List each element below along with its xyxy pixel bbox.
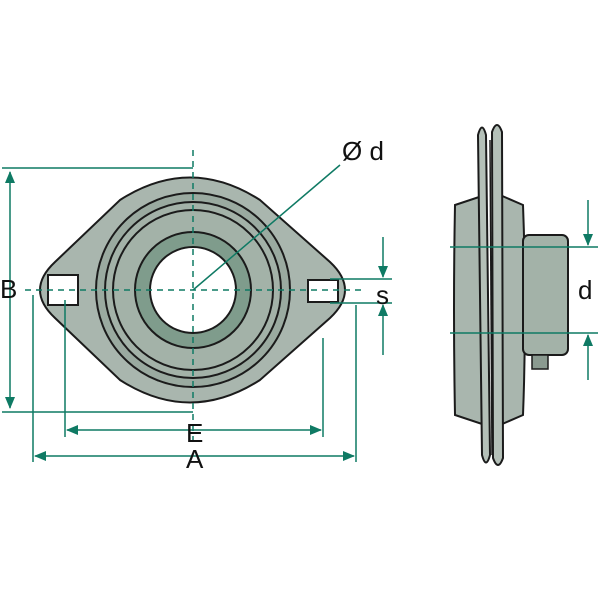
front-view bbox=[25, 150, 365, 440]
label-b: B bbox=[0, 274, 17, 304]
side-housing-left bbox=[453, 193, 486, 427]
label-e: E bbox=[186, 418, 203, 448]
label-diameter: Ø d bbox=[342, 136, 384, 166]
side-inner-sleeve bbox=[522, 234, 569, 356]
dimension-lines bbox=[2, 167, 392, 462]
side-set-screw bbox=[531, 354, 549, 370]
side-flange-plate-1 bbox=[476, 126, 492, 464]
mounting-hole-right bbox=[307, 279, 339, 303]
side-view bbox=[450, 124, 598, 466]
diameter-leader bbox=[192, 164, 341, 291]
side-flange-plate-2 bbox=[490, 124, 505, 466]
label-d: d bbox=[578, 275, 592, 305]
label-s: s bbox=[376, 280, 389, 310]
label-a: A bbox=[186, 444, 204, 474]
